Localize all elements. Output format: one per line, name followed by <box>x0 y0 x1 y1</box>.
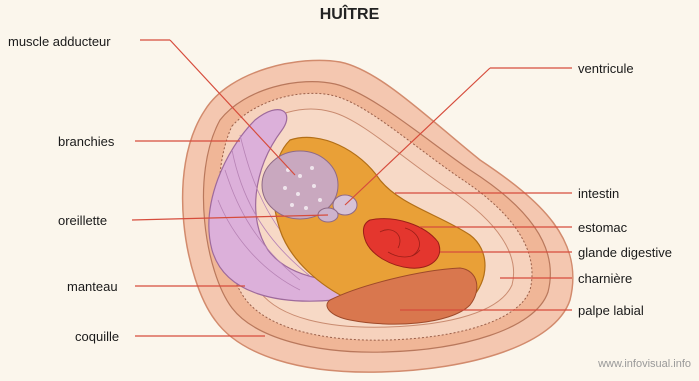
leader-ventricule-2 <box>345 68 490 205</box>
leader-muscle-adducteur-2 <box>170 40 295 175</box>
leader-oreillette <box>132 215 328 220</box>
